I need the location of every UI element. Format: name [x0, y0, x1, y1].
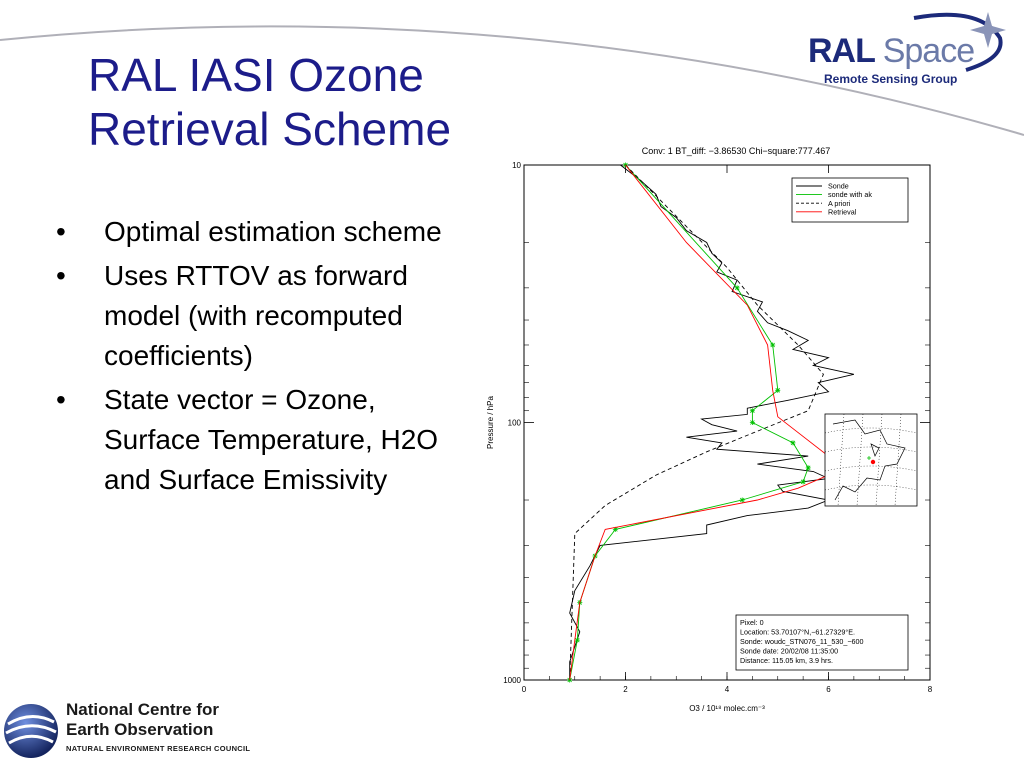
bullet-text: Optimal estimation scheme — [104, 216, 442, 247]
y-axis-label: Pressure / hPa — [486, 395, 495, 448]
map-graticule — [894, 413, 902, 507]
map-graticule — [875, 413, 883, 507]
bullet-text: State vector = Ozone, Surface Temperatur… — [104, 384, 439, 495]
data-point — [574, 637, 580, 643]
data-point — [749, 408, 755, 414]
bullet-text: Uses RTTOV as forward model (with recomp… — [104, 260, 408, 371]
bullet-item: • Uses RTTOV as forward model (with recom… — [50, 256, 455, 376]
ozone-profile-plot: Conv: 1 BT_diff: −3.86530 Chi−square:777… — [486, 146, 933, 713]
data-point — [739, 497, 745, 503]
x-tick-label: 8 — [928, 685, 933, 694]
nceo-logo: National Centre for Earth Observation NA… — [0, 690, 270, 768]
y-tick-label: 1000 — [503, 676, 521, 685]
legend-label: Retrieval — [828, 207, 857, 216]
series-line-0 — [569, 164, 855, 680]
ral-name-bold: RAL — [808, 32, 875, 70]
y-tick-label: 10 — [512, 161, 521, 170]
y-tick-label: 100 — [508, 419, 522, 428]
bullet-symbol: • — [56, 216, 66, 247]
info-box-line: Sonde: woudc_STN076_11_530_−600 — [740, 637, 864, 646]
nceo-council: NATURAL ENVIRONMENT RESEARCH COUNCIL — [66, 744, 251, 753]
info-box-line: Location: 53.70107°N,−61.27329°E. — [740, 628, 855, 637]
x-tick-label: 2 — [623, 685, 628, 694]
map-graticule — [824, 465, 918, 472]
ral-subtitle: Remote Sensing Group — [824, 72, 958, 86]
slide-title-line-1: RAL IASI Ozone — [88, 49, 424, 101]
ozone-profile-chart: Conv: 1 BT_diff: −3.86530 Chi−square:777… — [478, 140, 944, 720]
nceo-name-line-1: National Centre for — [66, 700, 220, 719]
map-graticule — [837, 413, 845, 507]
map-coastline — [832, 419, 906, 501]
ral-wordmark: RAL Space — [808, 32, 975, 71]
bullet-item: • State vector = Ozone, Surface Temperatu… — [50, 380, 455, 500]
x-tick-label: 6 — [826, 685, 831, 694]
series-line-2 — [569, 164, 824, 681]
data-point — [790, 440, 796, 446]
map-pixel-marker — [870, 459, 876, 465]
data-point — [734, 285, 740, 291]
slide-title: RAL IASI Ozone Retrieval Scheme — [88, 48, 451, 156]
info-box-line: Pixel: 0 — [740, 618, 764, 627]
data-point — [800, 479, 806, 485]
data-point — [612, 526, 618, 532]
info-box-line: Sonde date: 20/02/08 11:35:00 — [740, 647, 838, 656]
header-arc — [0, 25, 1024, 136]
map-coastline — [870, 443, 880, 457]
ral-space-logo: RAL Space Remote Sensing Group — [790, 8, 1012, 90]
data-point — [805, 465, 811, 471]
data-point — [775, 387, 781, 393]
info-box-line: Distance: 115.05 km, 3.9 hrs. — [740, 656, 833, 665]
map-graticule — [824, 446, 918, 453]
x-tick-label: 4 — [725, 685, 730, 694]
ral-name-light: Space — [882, 32, 975, 70]
nceo-name-line-2: Earth Observation — [66, 720, 214, 739]
x-tick-label: 0 — [522, 685, 527, 694]
bullet-symbol: • — [56, 384, 66, 415]
ral-swoosh-icon — [913, 12, 1006, 72]
x-axis-label: O3 / 10¹⁸ molec.cm⁻³ — [689, 704, 765, 713]
globe-icon — [4, 704, 58, 758]
legend-label: Sonde — [828, 182, 849, 191]
legend-label: A priori — [828, 199, 851, 208]
info-box — [735, 614, 909, 671]
legend-box — [791, 177, 909, 223]
map-graticule — [824, 427, 918, 434]
map-graticule — [824, 484, 918, 491]
data-point — [567, 677, 573, 683]
chart-title: Conv: 1 BT_diff: −3.86530 Chi−square:777… — [642, 146, 830, 156]
data-point — [749, 420, 755, 425]
map-sonde-marker — [867, 456, 871, 460]
bullet-item: • Optimal estimation scheme — [50, 212, 455, 252]
bullet-symbol: • — [56, 260, 66, 291]
bullet-list: • Optimal estimation scheme • Uses RTTOV a… — [50, 212, 455, 504]
slide-title-line-2: Retrieval Scheme — [88, 103, 452, 155]
series-line-1 — [569, 164, 809, 681]
legend-label: sonde with ak — [828, 190, 872, 199]
data-point — [770, 342, 776, 348]
